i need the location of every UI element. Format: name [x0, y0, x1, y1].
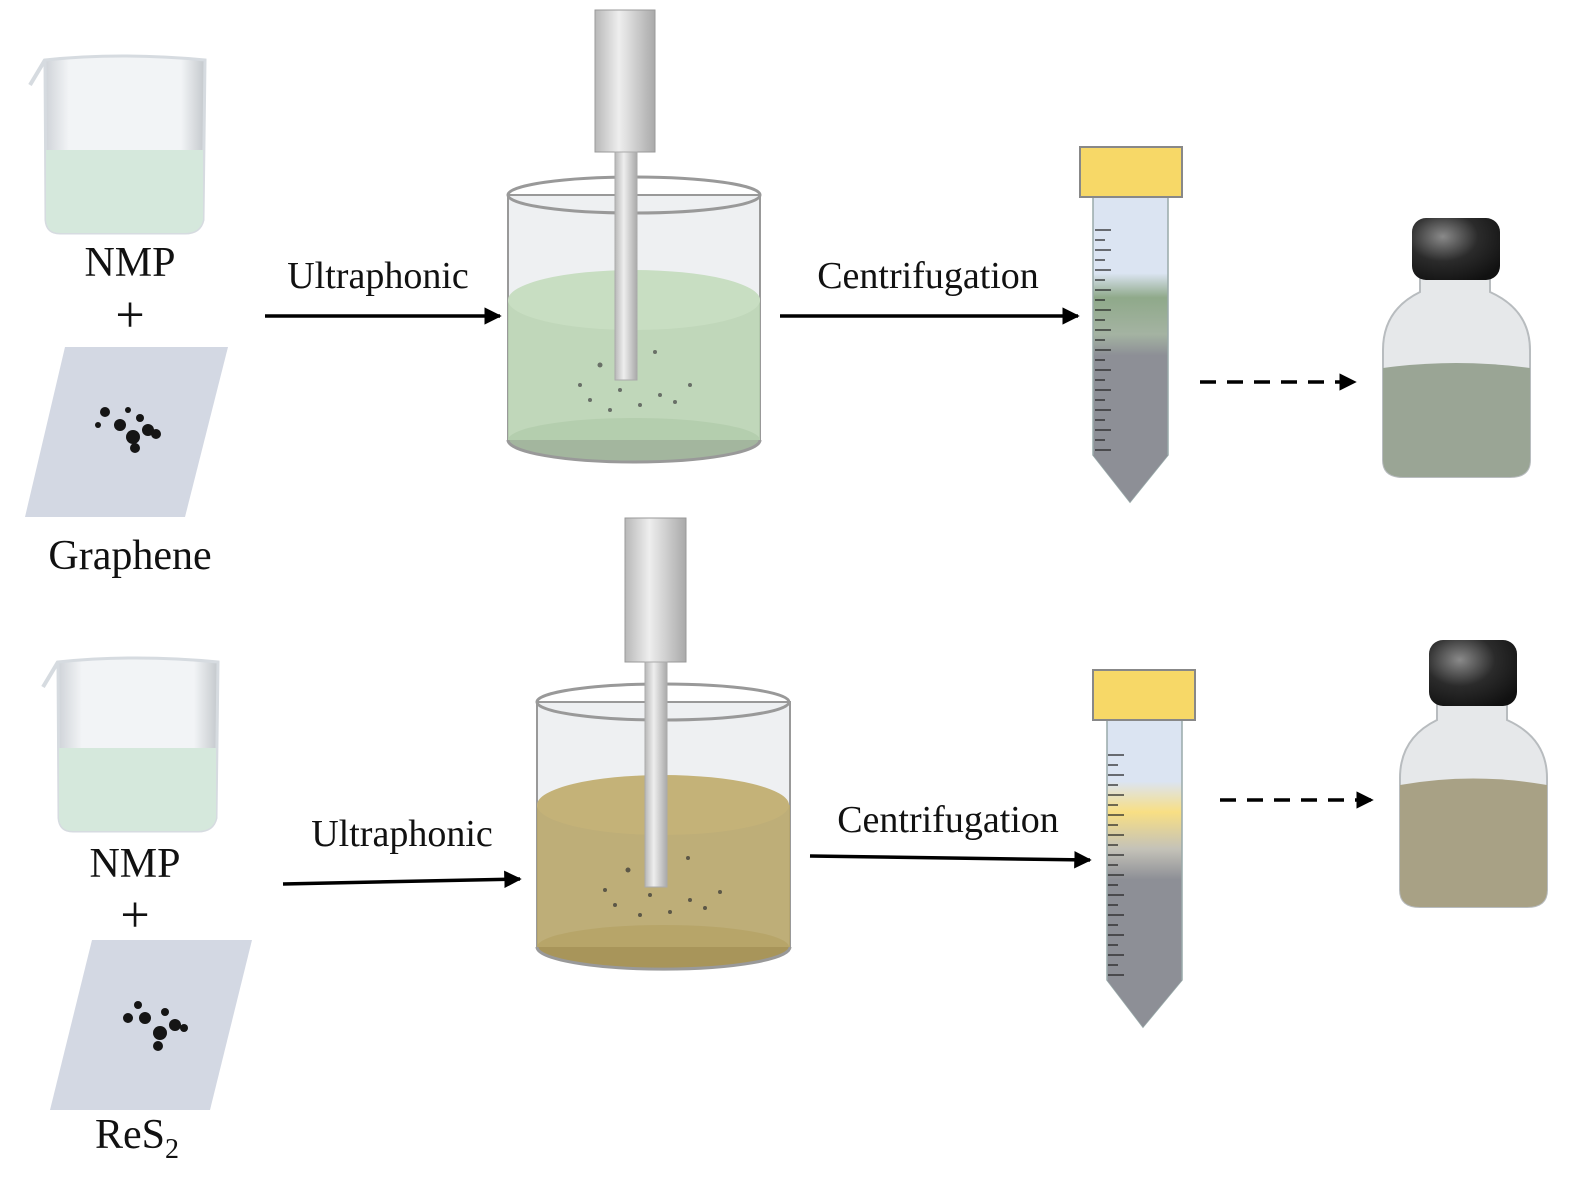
- solvent-label: NMP: [89, 841, 180, 887]
- step-label-centrifugation: Centrifugation: [817, 255, 1039, 297]
- step-label-ultrasonic: Ultraphonic: [311, 813, 493, 855]
- solvent-label: NMP: [84, 240, 175, 286]
- tube-cap: [1079, 146, 1183, 198]
- centrifuge-tube: [1079, 146, 1183, 504]
- ultrasonic-probe-vessel: [506, 9, 762, 464]
- arrow-centrifugation: [809, 851, 1092, 869]
- tube-cap: [1092, 669, 1196, 721]
- material-label-subscript: 2: [165, 1134, 179, 1165]
- material-label: Graphene: [48, 533, 211, 579]
- arrow-ultrasonic: [282, 870, 522, 889]
- step-label-centrifugation: Centrifugation: [837, 799, 1059, 841]
- beaker-nmp: [41, 656, 220, 833]
- beaker-nmp: [28, 54, 207, 235]
- powder-particles: [123, 1001, 188, 1051]
- row-res2: NMP + ReS2 Ultraphonic Centrifugation: [41, 517, 1548, 1165]
- row-graphene: NMP + Graphene Ultraphonic Centrifugatio…: [25, 9, 1531, 579]
- dispersion-bottle: [1399, 640, 1548, 908]
- dispersion-bottle: [1382, 218, 1531, 478]
- material-label-base: ReS: [95, 1112, 165, 1158]
- material-sample-paper: [50, 940, 252, 1110]
- plus-sign: +: [115, 287, 144, 344]
- material-sample-paper: [25, 347, 228, 517]
- ultrasonic-probe-vessel: [535, 517, 792, 971]
- powder-particles: [95, 407, 161, 453]
- centrifuge-tube: [1092, 669, 1196, 1029]
- plus-sign: +: [120, 887, 149, 944]
- material-label: ReS2: [95, 1112, 179, 1165]
- step-label-ultrasonic: Ultraphonic: [287, 255, 469, 297]
